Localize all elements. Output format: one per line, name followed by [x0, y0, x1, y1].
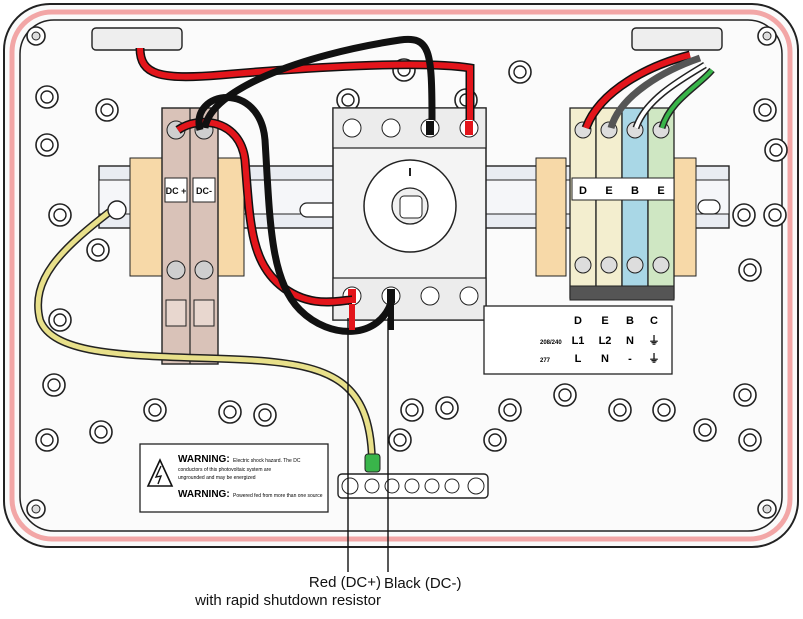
dc-plus-label: DC +: [166, 186, 187, 196]
table-cell: ⏚: [649, 334, 660, 347]
screw-icon: [342, 118, 479, 306]
red-callout-line1: Red (DC+): [308, 574, 381, 591]
corner-screw-icon: [26, 26, 46, 46]
warning-text-1b: conductors of this photovoltaic system a…: [178, 467, 271, 473]
red-wire: [135, 47, 692, 307]
table-cell: L1: [572, 335, 585, 347]
block-letter-d: D: [579, 185, 587, 197]
corner-screw-icon: [757, 26, 777, 46]
table-cell: N: [626, 335, 634, 347]
dc-minus-label: DC-: [196, 186, 212, 196]
block-letter-e: E: [605, 185, 612, 197]
table-header-b: B: [626, 315, 634, 327]
table-cell: N: [601, 353, 609, 365]
block-letter-b: B: [631, 185, 639, 197]
ac-terminal-block: D E B E: [569, 107, 675, 301]
black-wire-callout: Black (DC-): [384, 575, 462, 592]
red-wire-callout: Red (DC+) with rapid shutdown resistor: [195, 574, 381, 610]
ground-bar: [337, 473, 489, 499]
block-letter-e2: E: [657, 185, 664, 197]
table-cell: L2: [599, 335, 612, 347]
warning-text-1a: Electric shock hazard. The DC: [233, 458, 301, 464]
warning-text-1c: ungrounded and may be energized: [178, 475, 256, 481]
table-header-d: D: [574, 315, 582, 327]
screw-icon: [574, 121, 670, 274]
rotary-switch-icon: [363, 159, 457, 253]
table-cell: L: [575, 353, 582, 365]
corner-screw-icon: [26, 499, 46, 519]
table-header-c: C: [650, 315, 658, 327]
table-cell: -: [628, 353, 632, 365]
output-conductors: [347, 304, 394, 572]
table-voltage-1: 208/240: [540, 340, 562, 346]
dc-terminal-block: DC + DC-: [161, 107, 219, 365]
red-callout-line2: with rapid shutdown resistor: [195, 592, 381, 609]
warning-text-2: Powered fed from more than one source: [233, 493, 323, 499]
table-header-e: E: [601, 315, 608, 327]
wiring-table: D E B C 208/240 L1 L2 N ⏚ 277 L N - ⏚: [483, 305, 673, 375]
disconnect-switch: [332, 107, 487, 321]
corner-screw-icon: [757, 499, 777, 519]
warning-label: WARNING: Electric shock hazard. The DC c…: [139, 443, 329, 513]
table-voltage-2: 277: [540, 358, 551, 364]
warning-heading-2: WARNING:: [178, 489, 230, 500]
table-cell: ⏚: [649, 352, 660, 365]
black-wire: [195, 35, 715, 335]
high-voltage-icon: [146, 458, 174, 487]
ground-wire: [34, 200, 381, 473]
warning-heading-1: WARNING:: [178, 454, 230, 465]
